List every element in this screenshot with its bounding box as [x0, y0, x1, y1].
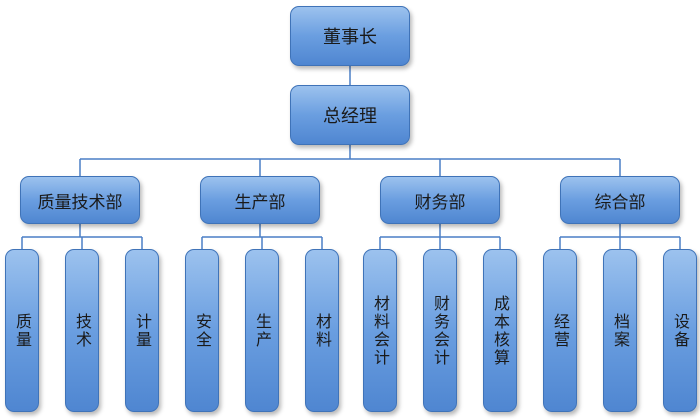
- chairman-label: 董事长: [323, 27, 377, 48]
- unit-node-production: 生产: [245, 249, 279, 412]
- unit-label: 质量: [13, 312, 32, 349]
- unit-node-materials-accounting: 材料会计: [363, 249, 397, 412]
- unit-node-equipment: 设备: [663, 249, 697, 412]
- unit-label: 财务会计: [431, 294, 450, 367]
- general-manager-label: 总经理: [323, 106, 377, 127]
- unit-node-metrology: 计量: [125, 249, 159, 412]
- unit-node-operations: 经营: [543, 249, 577, 412]
- department-label: 生产部: [234, 192, 286, 213]
- department-node-general: 综合部: [560, 176, 680, 224]
- unit-label: 材料会计: [371, 294, 390, 367]
- unit-node-archives: 档案: [603, 249, 637, 412]
- unit-label: 档案: [611, 312, 630, 349]
- department-label: 财务部: [414, 192, 466, 213]
- unit-label: 生产: [253, 312, 272, 349]
- department-label: 综合部: [594, 192, 646, 213]
- department-node-production: 生产部: [200, 176, 320, 224]
- department-node-finance: 财务部: [380, 176, 500, 224]
- unit-node-safety: 安全: [185, 249, 219, 412]
- unit-node-financial-accounting: 财务会计: [423, 249, 457, 412]
- unit-label: 成本核算: [491, 294, 510, 367]
- unit-label: 安全: [193, 312, 212, 349]
- unit-node-quality: 质量: [5, 249, 39, 412]
- chairman-node: 董事长: [290, 6, 410, 66]
- unit-node-technology: 技术: [65, 249, 99, 412]
- unit-node-materials: 材料: [305, 249, 339, 412]
- unit-label: 材料: [313, 312, 332, 349]
- general-manager-node: 总经理: [290, 85, 410, 145]
- unit-label: 设备: [671, 312, 690, 349]
- department-label: 质量技术部: [37, 192, 123, 213]
- department-node-quality-tech: 质量技术部: [20, 176, 140, 224]
- unit-label: 技术: [73, 312, 92, 349]
- unit-label: 计量: [133, 312, 152, 349]
- unit-label: 经营: [551, 312, 570, 349]
- unit-node-cost-accounting: 成本核算: [483, 249, 517, 412]
